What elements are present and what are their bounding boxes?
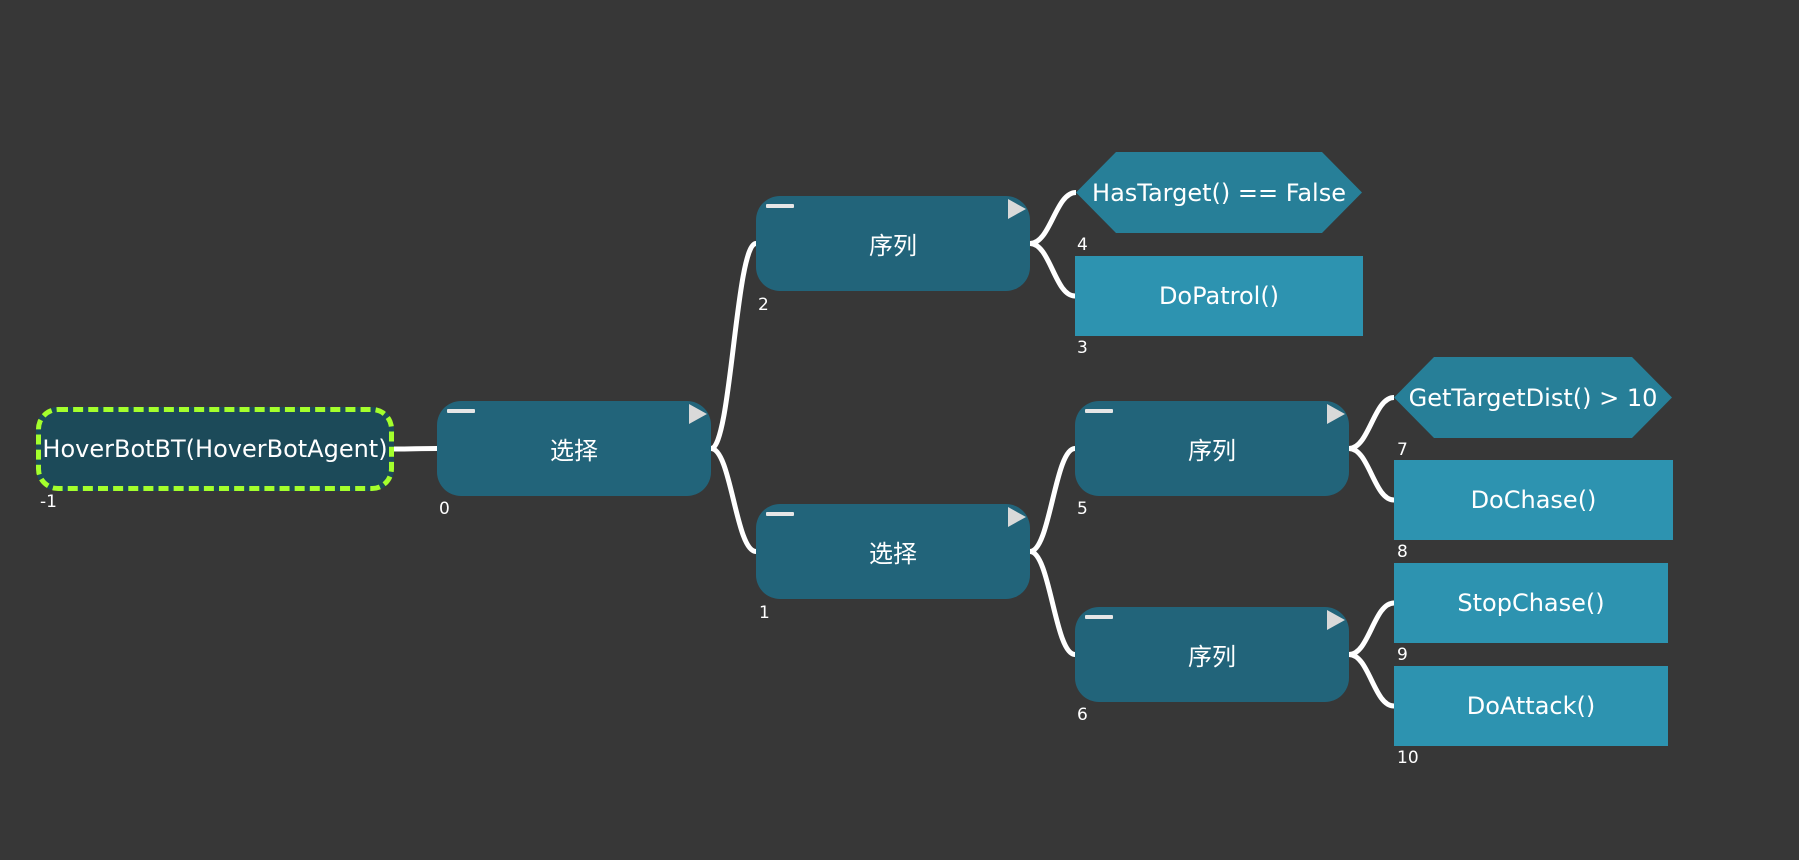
node-label: DoChase()	[1470, 486, 1597, 514]
node-index-4: 4	[1077, 235, 1088, 255]
edge-n1-n5	[1029, 446, 1076, 554]
root-node[interactable]: HoverBotBT(HoverBotAgent)	[36, 407, 394, 491]
edge-n1-n6	[1029, 549, 1076, 657]
play-triangle-icon[interactable]	[689, 404, 707, 424]
sequence-node-5[interactable]: 序列	[1075, 401, 1349, 496]
condition-hexagon-shape	[1394, 357, 1672, 438]
edge-n5-n7	[1348, 395, 1395, 451]
play-triangle-icon[interactable]	[1327, 404, 1345, 424]
node-label: StopChase()	[1457, 589, 1605, 617]
root-index: -1	[40, 492, 57, 512]
collapse-icon[interactable]	[766, 512, 794, 516]
edge-root-n0	[393, 446, 438, 452]
node-index-3: 3	[1077, 338, 1088, 358]
sequence-node-6[interactable]: 序列	[1075, 607, 1349, 702]
edge-n6-n10	[1348, 652, 1395, 709]
edge-n6-n9	[1348, 600, 1395, 657]
selector-node-0[interactable]: 选择	[437, 401, 711, 496]
action-node-3[interactable]: DoPatrol()	[1075, 256, 1363, 336]
node-label: 序列	[869, 232, 917, 260]
node-label: HasTarget() == False	[1092, 178, 1346, 207]
edge-n0-n1	[710, 446, 757, 554]
collapse-icon[interactable]	[1085, 409, 1113, 413]
condition-node-7[interactable]: GetTargetDist() > 10	[1394, 357, 1672, 438]
edge-n5-n8	[1348, 446, 1395, 503]
root-label: HoverBotBT(HoverBotAgent)	[42, 435, 388, 463]
selector-node-1[interactable]: 选择	[756, 504, 1030, 599]
node-index-2: 2	[758, 295, 769, 315]
node-index-10: 10	[1397, 748, 1419, 768]
node-label: 选择	[869, 540, 917, 568]
action-node-10[interactable]: DoAttack()	[1394, 666, 1668, 746]
node-label: 序列	[1188, 643, 1236, 671]
node-label: GetTargetDist() > 10	[1408, 383, 1658, 412]
node-index-1: 1	[759, 603, 770, 623]
node-label: 序列	[1188, 437, 1236, 465]
collapse-icon[interactable]	[1085, 615, 1113, 619]
edge-n2-n4	[1029, 190, 1077, 246]
play-triangle-icon[interactable]	[1327, 610, 1345, 630]
collapse-icon[interactable]	[447, 409, 475, 413]
condition-hexagon-shape	[1076, 152, 1362, 233]
play-triangle-icon[interactable]	[1008, 199, 1026, 219]
node-index-7: 7	[1397, 440, 1408, 460]
action-node-8[interactable]: DoChase()	[1394, 460, 1673, 540]
condition-node-4[interactable]: HasTarget() == False	[1076, 152, 1362, 233]
collapse-icon[interactable]	[766, 204, 794, 208]
node-label: DoAttack()	[1466, 692, 1596, 720]
node-index-9: 9	[1397, 645, 1408, 665]
node-label: 选择	[550, 437, 598, 465]
node-index-6: 6	[1077, 705, 1088, 725]
node-label: DoPatrol()	[1158, 282, 1280, 310]
node-index-5: 5	[1077, 499, 1088, 519]
action-node-9[interactable]: StopChase()	[1394, 563, 1668, 643]
edge-n2-n3	[1029, 241, 1076, 299]
play-triangle-icon[interactable]	[1008, 507, 1026, 527]
edge-n0-n2	[709, 241, 758, 451]
sequence-node-2[interactable]: 序列	[756, 196, 1030, 291]
node-index-8: 8	[1397, 542, 1408, 562]
node-index-0: 0	[439, 499, 450, 519]
